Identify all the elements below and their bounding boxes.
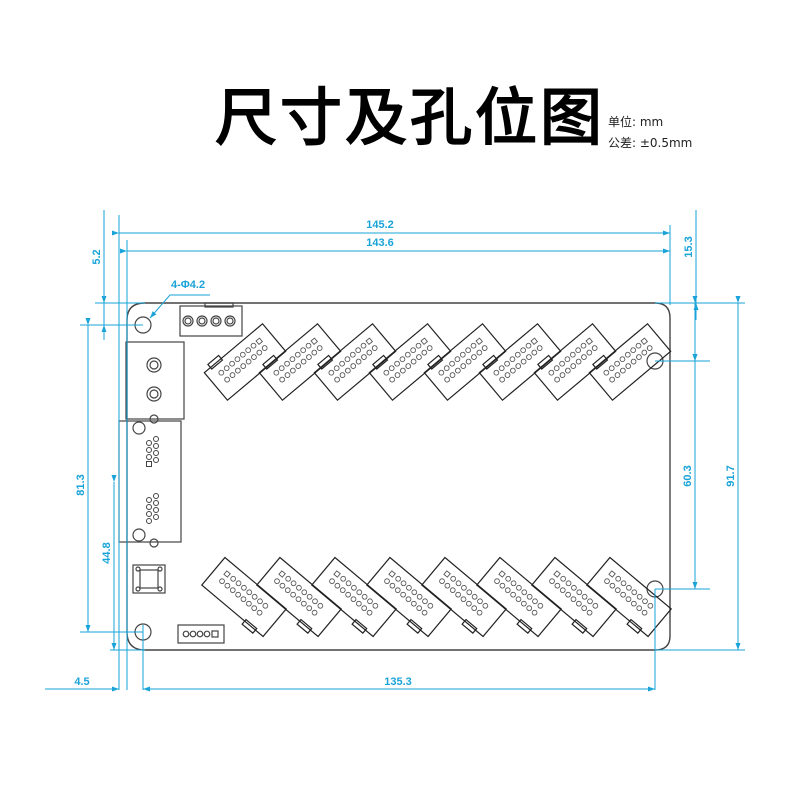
dim-top-offset: 5.2 <box>91 249 103 264</box>
idc-connector-bottom <box>585 556 673 638</box>
idc-connector-bottom <box>255 556 343 638</box>
terminal-block-top <box>179 302 243 337</box>
dim-left-hole-span: 81.3 <box>75 474 87 495</box>
idc-connector-top <box>588 322 672 402</box>
dim-left-lower-span: 44.8 <box>101 542 113 563</box>
idc-connector-bottom <box>420 556 508 638</box>
spec-notes: 单位: mm 公差: ±0.5mm <box>608 112 692 154</box>
dimension-lines <box>45 210 745 692</box>
idc-connector-bottom <box>475 556 563 638</box>
top-connector-row <box>203 322 672 402</box>
terminal-header-bottom <box>177 624 225 644</box>
idc-connector-top <box>478 322 562 402</box>
page-title: 尺寸及孔位图 <box>215 81 606 154</box>
dim-board-width: 143.6 <box>366 237 394 249</box>
bottom-connector-row <box>200 556 673 638</box>
idc-connector-top <box>533 322 617 402</box>
idc-connector-bottom <box>365 556 453 638</box>
power-jack <box>125 341 185 420</box>
idc-connector-top <box>368 322 452 402</box>
idc-connector-top <box>203 322 287 402</box>
idc-connector-top <box>313 322 397 402</box>
dim-hole-callout: 4-Φ4.2 <box>171 279 205 291</box>
dim-right-hole-span: 60.3 <box>682 465 694 486</box>
dim-left-edge-hole: 4.5 <box>74 676 89 688</box>
dim-right-top-offset: 15.3 <box>683 236 695 257</box>
push-button <box>132 564 166 594</box>
idc-connector-bottom <box>200 556 288 638</box>
dim-overall-width: 145.2 <box>366 219 394 231</box>
dim-board-height: 91.7 <box>725 465 737 486</box>
idc-connector-top <box>423 322 507 402</box>
dim-hole-span-width: 135.3 <box>384 676 412 688</box>
idc-connector-bottom <box>530 556 618 638</box>
tolerance-label: 公差: ±0.5mm <box>608 136 693 150</box>
unit-label: 单位: mm <box>608 115 664 129</box>
db-connector <box>118 414 182 548</box>
idc-connector-bottom <box>310 556 398 638</box>
idc-connector-top <box>258 322 342 402</box>
